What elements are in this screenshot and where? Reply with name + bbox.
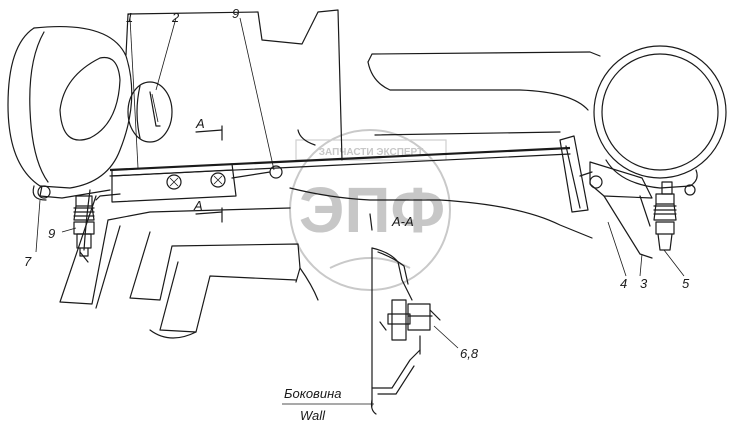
callout-2: 2 [171, 10, 180, 25]
leader-9-left [61, 227, 77, 233]
leader-5 [663, 249, 685, 277]
watermark-ring [289, 129, 451, 291]
leader-1 [129, 17, 139, 169]
right-mount-stud [653, 193, 677, 251]
left-mount-stud [37, 185, 95, 257]
watermark-logo-text: ЭПФ [299, 174, 445, 246]
callout-9-left: 9 [48, 226, 55, 241]
callout-1: 1 [126, 10, 133, 25]
callout-3: 3 [640, 276, 648, 291]
side-marker-lamp [127, 81, 173, 143]
right-adjust-screw [684, 184, 696, 196]
callout-7: 7 [24, 254, 32, 269]
callout-6-8: 6,8 [460, 346, 479, 361]
leader-6-8 [433, 325, 459, 349]
left-headlight [7, 25, 133, 201]
section-label-a-bottom: A [193, 198, 203, 213]
callout-4: 4 [620, 276, 627, 291]
leader-7 [35, 199, 41, 253]
wall-label-ru: Боковина [284, 386, 341, 401]
left-adjust-screw [37, 185, 51, 199]
tie-rod [95, 146, 571, 201]
leader-9-top [239, 17, 275, 171]
callout-labels: 1 2 9 9 7 4 3 5 6,8 A A A-A Боковина Wal… [24, 6, 690, 423]
watermark-banner [295, 139, 447, 161]
section-aa-detail [370, 247, 441, 415]
section-label-aa: A-A [391, 214, 414, 229]
watermark-banner-text: ЗАПЧАСТИ ЭКСПЕРТ [319, 147, 423, 158]
leader-3 [639, 253, 643, 277]
cab-body-outline [59, 9, 601, 339]
callout-5: 5 [682, 276, 690, 291]
callout-9-top: 9 [232, 6, 239, 21]
right-headlight [593, 45, 727, 196]
right-bracket [559, 135, 653, 259]
leader-2 [155, 17, 177, 91]
section-markers [195, 125, 373, 231]
leader-4 [607, 221, 627, 277]
watermark: ЗАПЧАСТИ ЭКСПЕРТ ЭПФ [289, 129, 451, 291]
wall-label-en: Wall [300, 408, 326, 423]
section-label-a-top: A [195, 116, 205, 131]
leader-lines [35, 17, 685, 405]
